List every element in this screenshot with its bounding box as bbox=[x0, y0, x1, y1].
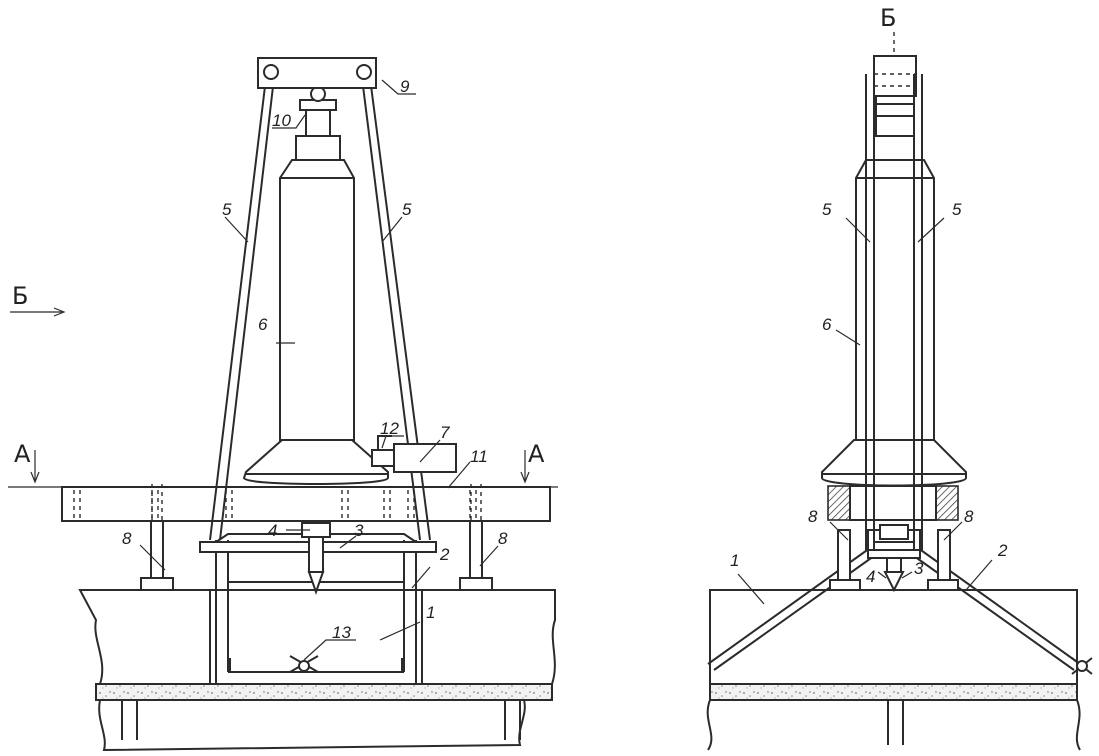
label-7: 7 bbox=[440, 423, 450, 442]
label-2-left: 2 bbox=[439, 545, 450, 564]
beam-section-center bbox=[849, 485, 937, 521]
side-screw bbox=[886, 557, 902, 573]
pin-right bbox=[356, 64, 372, 80]
tie-rod-left bbox=[209, 77, 275, 541]
side-anchor-left bbox=[837, 529, 851, 581]
indenter-tip bbox=[307, 571, 325, 596]
press-screw bbox=[308, 536, 324, 573]
label-4-left: 4 bbox=[268, 521, 277, 540]
section-mark-b-top: Б bbox=[880, 4, 896, 32]
side-bolt-head bbox=[879, 524, 909, 540]
side-crossbar bbox=[873, 55, 917, 97]
label-8-right-b: 8 bbox=[964, 507, 974, 526]
arrow-b-left bbox=[10, 307, 66, 317]
label-11: 11 bbox=[470, 447, 488, 466]
front-view bbox=[8, 57, 558, 752]
leader-12 bbox=[381, 435, 404, 449]
beam-section-right bbox=[935, 485, 959, 521]
label-4-right: 4 bbox=[866, 567, 875, 586]
label-10: 10 bbox=[272, 111, 291, 130]
label-2-right: 2 bbox=[997, 541, 1008, 560]
jack-base bbox=[242, 439, 389, 485]
side-jack-piston-lines bbox=[876, 103, 914, 137]
side-rod-right bbox=[913, 74, 923, 550]
anchor-bolt-right bbox=[469, 520, 483, 580]
label-3-left: 3 bbox=[354, 521, 364, 540]
leaders-left bbox=[139, 79, 499, 661]
label-6-right: 6 bbox=[822, 315, 832, 334]
pin-left bbox=[263, 64, 279, 80]
side-indenter bbox=[883, 571, 905, 593]
side-nut-left bbox=[829, 579, 861, 591]
anchor-bolt-right-hidden bbox=[470, 484, 482, 520]
label-12: 12 bbox=[380, 419, 399, 438]
label-8-right-a: 8 bbox=[808, 507, 818, 526]
label-3-right: 3 bbox=[914, 559, 924, 578]
label-8-left-b: 8 bbox=[498, 529, 508, 548]
ground-block-right bbox=[709, 589, 1078, 685]
side-nut-right bbox=[927, 579, 959, 591]
leaders-right bbox=[737, 217, 993, 605]
pump-gauge bbox=[393, 443, 457, 473]
arrow-a-left bbox=[30, 450, 40, 484]
side-jack-base bbox=[821, 439, 967, 487]
beam-section-left bbox=[827, 485, 851, 521]
jack-body bbox=[279, 159, 355, 441]
anchor-nut-left bbox=[140, 577, 174, 591]
label-13: 13 bbox=[332, 623, 351, 642]
section-mark-a-left: А bbox=[14, 440, 31, 468]
side-anchor-right bbox=[937, 529, 951, 581]
label-5-right-a: 5 bbox=[822, 200, 832, 219]
slab-underside-right bbox=[706, 699, 1081, 751]
anchor-nut-right bbox=[459, 577, 493, 591]
label-5-left-b: 5 bbox=[402, 200, 412, 219]
section-mark-a-right: А bbox=[528, 440, 545, 468]
slab-underside-left bbox=[98, 699, 526, 752]
label-8-left-a: 8 bbox=[122, 529, 132, 548]
label-5-right-b: 5 bbox=[952, 200, 962, 219]
cross-beam bbox=[61, 486, 551, 522]
anchor-bolt-left bbox=[150, 520, 164, 580]
section-mark-b-left: Б bbox=[12, 282, 28, 310]
concrete-slab-left bbox=[95, 683, 553, 701]
jack-screw bbox=[305, 109, 331, 137]
anchor-bolt-left-hidden bbox=[151, 484, 163, 520]
label-9: 9 bbox=[400, 77, 410, 96]
jack-piston bbox=[295, 135, 341, 161]
side-wing-nut-center bbox=[1076, 660, 1088, 672]
side-rod-bottom bbox=[866, 541, 922, 551]
label-5-left-a: 5 bbox=[222, 200, 232, 219]
side-view bbox=[706, 32, 1093, 751]
label-1-right: 1 bbox=[730, 551, 739, 570]
jack-ball bbox=[310, 86, 326, 102]
side-rod-left bbox=[865, 74, 875, 550]
wing-nut-center bbox=[298, 660, 310, 672]
bracket-frame bbox=[215, 540, 417, 684]
side-crossbar-dash bbox=[874, 73, 916, 87]
slab-rib-left bbox=[121, 700, 521, 740]
label-6-left: 6 bbox=[258, 315, 268, 334]
concrete-slab-right bbox=[709, 683, 1078, 701]
label-1-left: 1 bbox=[426, 603, 435, 622]
valve-body bbox=[371, 449, 395, 467]
arrow-a-right bbox=[520, 450, 530, 484]
